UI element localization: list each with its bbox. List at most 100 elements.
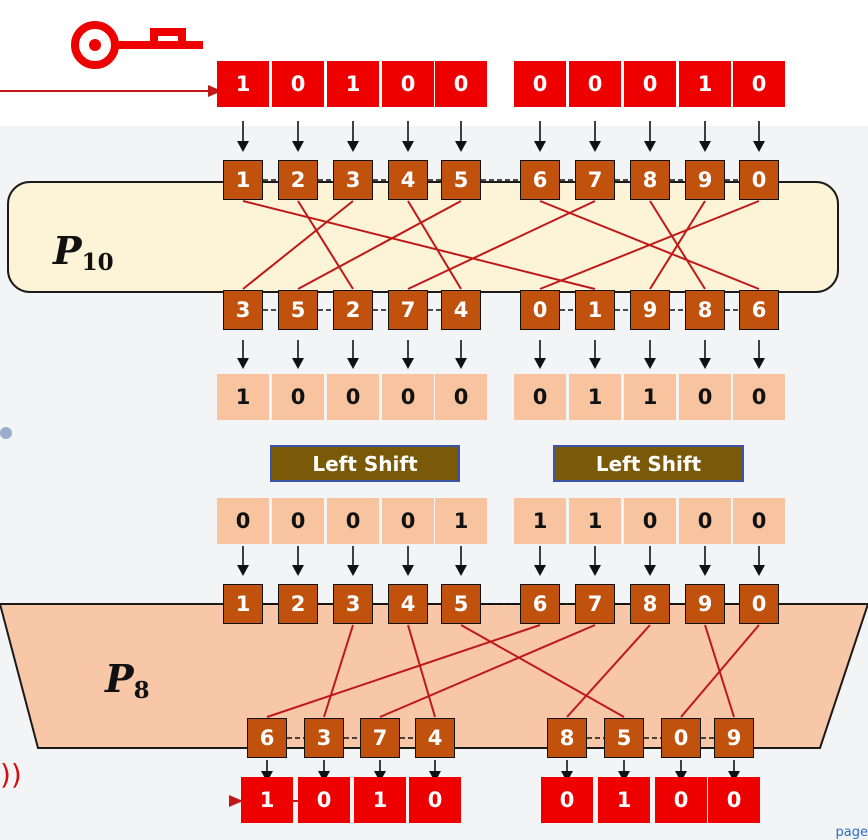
p8-output-1: 3 bbox=[304, 718, 344, 758]
p10-input-0: 1 bbox=[223, 160, 263, 200]
p10-output-9: 6 bbox=[739, 290, 779, 330]
arrow-p10-to-bits-head-9 bbox=[753, 358, 765, 369]
p10-output-2: 2 bbox=[333, 290, 373, 330]
after-p10-bit-9: 0 bbox=[733, 374, 785, 420]
p10-input-5: 6 bbox=[520, 160, 560, 200]
p10-input-1: 2 bbox=[278, 160, 318, 200]
arrow-p8-to-subkey-head-5 bbox=[618, 771, 630, 782]
p8-permutation-line-7 bbox=[704, 624, 735, 718]
arrow-shift-to-p8-head-5 bbox=[534, 565, 546, 576]
after-shift-bit-9: 0 bbox=[733, 498, 785, 544]
p8-output-7: 9 bbox=[714, 718, 754, 758]
after-shift-bit-4: 1 bbox=[435, 498, 487, 544]
subkey-bit-4: 0 bbox=[541, 777, 593, 823]
p10-input-3: 4 bbox=[388, 160, 428, 200]
after-p10-bit-6: 1 bbox=[569, 374, 621, 420]
p8-label: P8 bbox=[105, 656, 150, 704]
subkey-bit-6: 0 bbox=[655, 777, 707, 823]
arrow-key-to-p10-head-9 bbox=[753, 141, 765, 152]
p10-permutation-line-1 bbox=[297, 200, 462, 290]
after-shift-bit-5: 1 bbox=[514, 498, 566, 544]
p8-output-4: 8 bbox=[547, 718, 587, 758]
p8-input-2: 3 bbox=[333, 584, 373, 624]
after-shift-bit-7: 0 bbox=[624, 498, 676, 544]
p10-input-6: 7 bbox=[575, 160, 615, 200]
arrow-key-to-p10-head-0 bbox=[237, 141, 249, 152]
key-bit-2: 1 bbox=[327, 61, 379, 107]
key-input-arrow-head bbox=[208, 85, 222, 97]
p10-input-2: 3 bbox=[333, 160, 373, 200]
p10-input-7: 8 bbox=[630, 160, 670, 200]
p8-output-2: 7 bbox=[360, 718, 400, 758]
p10-input-4: 5 bbox=[441, 160, 481, 200]
arrow-p10-to-bits-head-8 bbox=[699, 358, 711, 369]
page-corner-text: page bbox=[835, 825, 868, 840]
subkey-bit-2: 1 bbox=[354, 777, 406, 823]
after-shift-bit-3: 0 bbox=[382, 498, 434, 544]
p8-permutation-line-5 bbox=[460, 624, 625, 718]
subkey-bit-7: 0 bbox=[708, 777, 760, 823]
key-bit-8: 1 bbox=[679, 61, 731, 107]
arrow-p8-to-subkey-head-1 bbox=[318, 771, 330, 782]
after-shift-bit-1: 0 bbox=[272, 498, 324, 544]
after-p10-bit-3: 0 bbox=[382, 374, 434, 420]
p8-input-9: 0 bbox=[739, 584, 779, 624]
p8-input-3: 4 bbox=[388, 584, 428, 624]
after-p10-bit-5: 0 bbox=[514, 374, 566, 420]
p8-permutation-line-0 bbox=[266, 624, 541, 718]
subkey-bit-1: 0 bbox=[298, 777, 350, 823]
p10-input-8: 9 bbox=[685, 160, 725, 200]
arrow-key-to-p10-head-8 bbox=[699, 141, 711, 152]
after-shift-bit-6: 1 bbox=[569, 498, 621, 544]
arrow-key-to-p10-head-1 bbox=[292, 141, 304, 152]
arrow-p8-to-subkey-head-3 bbox=[429, 771, 441, 782]
p10-permutation-line-3 bbox=[407, 200, 596, 290]
key-bit-7: 0 bbox=[624, 61, 676, 107]
p8-input-5: 6 bbox=[520, 584, 560, 624]
arrow-p10-to-bits-head-1 bbox=[292, 358, 304, 369]
p10-permutation-line-6 bbox=[242, 200, 596, 290]
p10-output-4: 4 bbox=[441, 290, 481, 330]
key-bit-9: 0 bbox=[733, 61, 785, 107]
arrow-key-to-p10-head-2 bbox=[347, 141, 359, 152]
arrow-p8-to-subkey-head-0 bbox=[261, 771, 273, 782]
key-bit-0: 1 bbox=[217, 61, 269, 107]
arrow-p10-to-bits-head-2 bbox=[347, 358, 359, 369]
p10-output-0: 3 bbox=[223, 290, 263, 330]
after-shift-bit-8: 0 bbox=[679, 498, 731, 544]
p8-output-0: 6 bbox=[247, 718, 287, 758]
p10-output-8: 8 bbox=[685, 290, 725, 330]
p10-permutation-line-2 bbox=[297, 200, 354, 290]
subkey-bit-3: 0 bbox=[409, 777, 461, 823]
p8-permutation-line-1 bbox=[323, 624, 354, 718]
arrow-key-to-p10-head-6 bbox=[589, 141, 601, 152]
arrow-p8-to-subkey-head-4 bbox=[561, 771, 573, 782]
after-p10-bit-2: 0 bbox=[327, 374, 379, 420]
arrow-p10-to-bits-head-7 bbox=[644, 358, 656, 369]
arrow-key-to-p10-head-5 bbox=[534, 141, 546, 152]
arrow-shift-to-p8-head-4 bbox=[455, 565, 467, 576]
p10-output-6: 1 bbox=[575, 290, 615, 330]
arrow-p10-to-bits-head-6 bbox=[589, 358, 601, 369]
p10-label: P10 bbox=[53, 228, 114, 276]
after-p10-bit-0: 1 bbox=[217, 374, 269, 420]
after-p10-bit-1: 0 bbox=[272, 374, 324, 420]
p8-input-0: 1 bbox=[223, 584, 263, 624]
p10-permutation-line-0 bbox=[242, 200, 354, 290]
side-dot bbox=[0, 427, 12, 439]
arrow-shift-to-p8-head-6 bbox=[589, 565, 601, 576]
p8-input-8: 9 bbox=[685, 584, 725, 624]
p10-output-5: 0 bbox=[520, 290, 560, 330]
after-p10-bit-7: 1 bbox=[624, 374, 676, 420]
after-p10-bit-8: 0 bbox=[679, 374, 731, 420]
subkey-arrow-head bbox=[229, 795, 243, 807]
p10-input-9: 0 bbox=[739, 160, 779, 200]
arrow-p10-to-bits-head-3 bbox=[402, 358, 414, 369]
p8-permutation-line-2 bbox=[379, 624, 596, 718]
arrow-shift-to-p8-head-2 bbox=[347, 565, 359, 576]
bottom-paren: )) bbox=[0, 758, 22, 791]
left-shift-label-right: Left Shift bbox=[553, 445, 744, 482]
p8-input-6: 7 bbox=[575, 584, 615, 624]
key-bit-6: 0 bbox=[569, 61, 621, 107]
p8-output-3: 4 bbox=[415, 718, 455, 758]
